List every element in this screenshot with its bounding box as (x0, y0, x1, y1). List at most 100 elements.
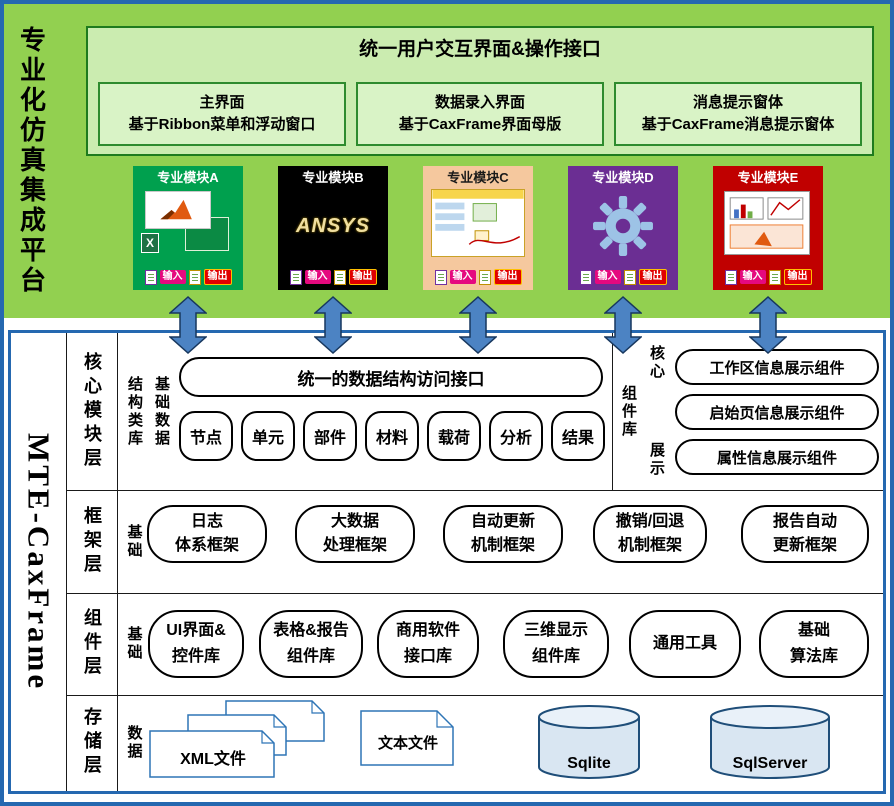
module-io-row: 输入 输出 (568, 269, 678, 285)
input-tag: 输入 (594, 270, 621, 284)
framework-item-report: 报告自动 更新框架 (741, 505, 869, 563)
display-sublabel: 组件库 核心 展示 (614, 333, 672, 490)
layer-label-framework-text: 框架层 (82, 505, 102, 578)
core-sublabel-col-right: 基础数据 (153, 375, 170, 448)
input-doc-icon (144, 269, 157, 285)
input-tag: 输入 (304, 270, 331, 284)
core-item-result: 结果 (551, 411, 605, 461)
module-d-content (568, 187, 678, 265)
display-item-startpage: 启始页信息展示组件 (675, 394, 879, 430)
output-tag: 输出 (203, 269, 232, 285)
module-d: 专业模块D (568, 166, 678, 290)
layer-label-storage-text: 存储层 (82, 707, 102, 779)
input-doc-icon (434, 269, 447, 285)
ui-card-main-interface: 主界面 基于Ribbon菜单和浮动窗口 (98, 82, 346, 146)
document-stack-icon (149, 700, 325, 778)
sqlite-database-icon: Sqlite (537, 703, 641, 783)
output-doc-icon (333, 269, 346, 285)
text-file-label: 文本文件 (377, 734, 438, 752)
layer-label-framework: 框架层 (67, 490, 117, 593)
layer-label-storage: 存储层 (67, 695, 117, 791)
framework-item-undo: 撤销/回退 机制框架 (593, 505, 707, 563)
layer-label-component: 组件层 (67, 593, 117, 695)
input-doc-icon (289, 269, 302, 285)
sqlite-label: Sqlite (567, 755, 611, 772)
divider (66, 333, 67, 791)
layer-label-core-text: 核心模块层 (82, 351, 102, 472)
ui-card-line2: 基于CaxFrame界面母版 (398, 116, 562, 133)
divider (612, 333, 613, 490)
module-io-row: 输入 输出 (133, 269, 243, 285)
input-tag: 输入 (739, 270, 766, 284)
display-item-property: 属性信息展示组件 (675, 439, 879, 475)
data-flow-arrow (169, 296, 207, 354)
module-a: 专业模块A 输入 输出 (133, 166, 243, 290)
platform-title-text: 专业化仿真集成平台 (16, 26, 47, 296)
framework-sublabel: 基础 (125, 523, 143, 560)
core-item-node: 节点 (179, 411, 233, 461)
core-item-analysis: 分析 (489, 411, 543, 461)
divider (117, 333, 118, 791)
component-item-algorithm: 基础 算法库 (759, 610, 869, 678)
frame-title-text: MTE-CaxFrame (21, 432, 57, 692)
input-doc-icon (724, 269, 737, 285)
text-file-icon: 文本文件 (359, 709, 457, 767)
matlab-logo (145, 191, 211, 229)
core-item-element: 单元 (241, 411, 295, 461)
ui-card-line2: 基于CaxFrame消息提示窗体 (641, 116, 835, 133)
component-item-3d: 三维显示 组件库 (503, 610, 609, 678)
component-item-commercial: 商用软件 接口库 (377, 610, 479, 678)
xml-files-label: XML文件 (180, 751, 246, 768)
data-flow-arrow (314, 296, 352, 354)
display-sublabel-col: 组件库 (620, 384, 637, 439)
charts-thumbnail (724, 191, 810, 255)
frame-title: MTE-CaxFrame (11, 333, 66, 791)
gear-icon (593, 196, 653, 256)
output-tag: 输出 (348, 269, 377, 285)
module-e: 专业模块E 输入 输出 (713, 166, 823, 290)
data-flow-arrow (459, 296, 497, 354)
ui-card-line1: 主界面 (199, 93, 245, 111)
ui-panel-title: 统一用户交互界面&操作接口 (359, 39, 601, 60)
document-icon (360, 710, 454, 766)
component-sublabel: 基础 (125, 626, 143, 662)
layer-label-component-text: 组件层 (82, 608, 102, 680)
framework-item-autoupdate: 自动更新 机制框架 (443, 505, 563, 563)
core-sublabel-col-left: 结构类库 (126, 375, 143, 448)
output-doc-icon (623, 269, 636, 285)
input-doc-icon (579, 269, 592, 285)
ui-card-message-window: 消息提示窗体 基于CaxFrame消息提示窗体 (614, 82, 862, 146)
platform-title: 专业化仿真集成平台 (8, 6, 56, 316)
ui-card-line1: 消息提示窗体 (692, 93, 783, 111)
output-doc-icon (478, 269, 491, 285)
sqlserver-database-icon: SqlServer (709, 703, 831, 783)
database-cylinder-icon (710, 705, 830, 779)
component-item-tools: 通用工具 (629, 610, 741, 678)
output-tag: 输出 (493, 269, 522, 285)
workbench-thumbnail-icon (432, 190, 524, 245)
module-b-label: 专业模块B (302, 170, 364, 185)
component-item-ui: UI界面& 控件库 (148, 610, 244, 678)
display-sublabel-bottom: 展示 (648, 442, 665, 478)
display-sublabel-top: 核心 (648, 345, 665, 381)
divider (66, 695, 883, 696)
module-d-label: 专业模块D (592, 170, 654, 185)
module-e-label: 专业模块E (737, 170, 799, 185)
workbench-screenshot (431, 189, 525, 257)
component-item-table-report: 表格&报告 组件库 (259, 610, 363, 678)
module-b-content: ANSYS (278, 187, 388, 265)
divider (66, 593, 883, 594)
module-io-row: 输入 输出 (423, 269, 533, 285)
matlab-swoosh-icon (160, 199, 192, 220)
output-tag: 输出 (783, 269, 812, 285)
framework-item-log: 日志 体系框架 (147, 505, 267, 563)
layer-label-core: 核心模块层 (67, 333, 117, 490)
framework-item-bigdata: 大数据 处理框架 (295, 505, 415, 563)
input-tag: 输入 (449, 270, 476, 284)
excel-icon (141, 233, 159, 253)
xml-files-icon: XML文件 (146, 699, 336, 779)
core-sublabel: 结构类库 基础数据 (119, 333, 177, 490)
module-io-row: 输入 输出 (278, 269, 388, 285)
core-item-material: 材料 (365, 411, 419, 461)
